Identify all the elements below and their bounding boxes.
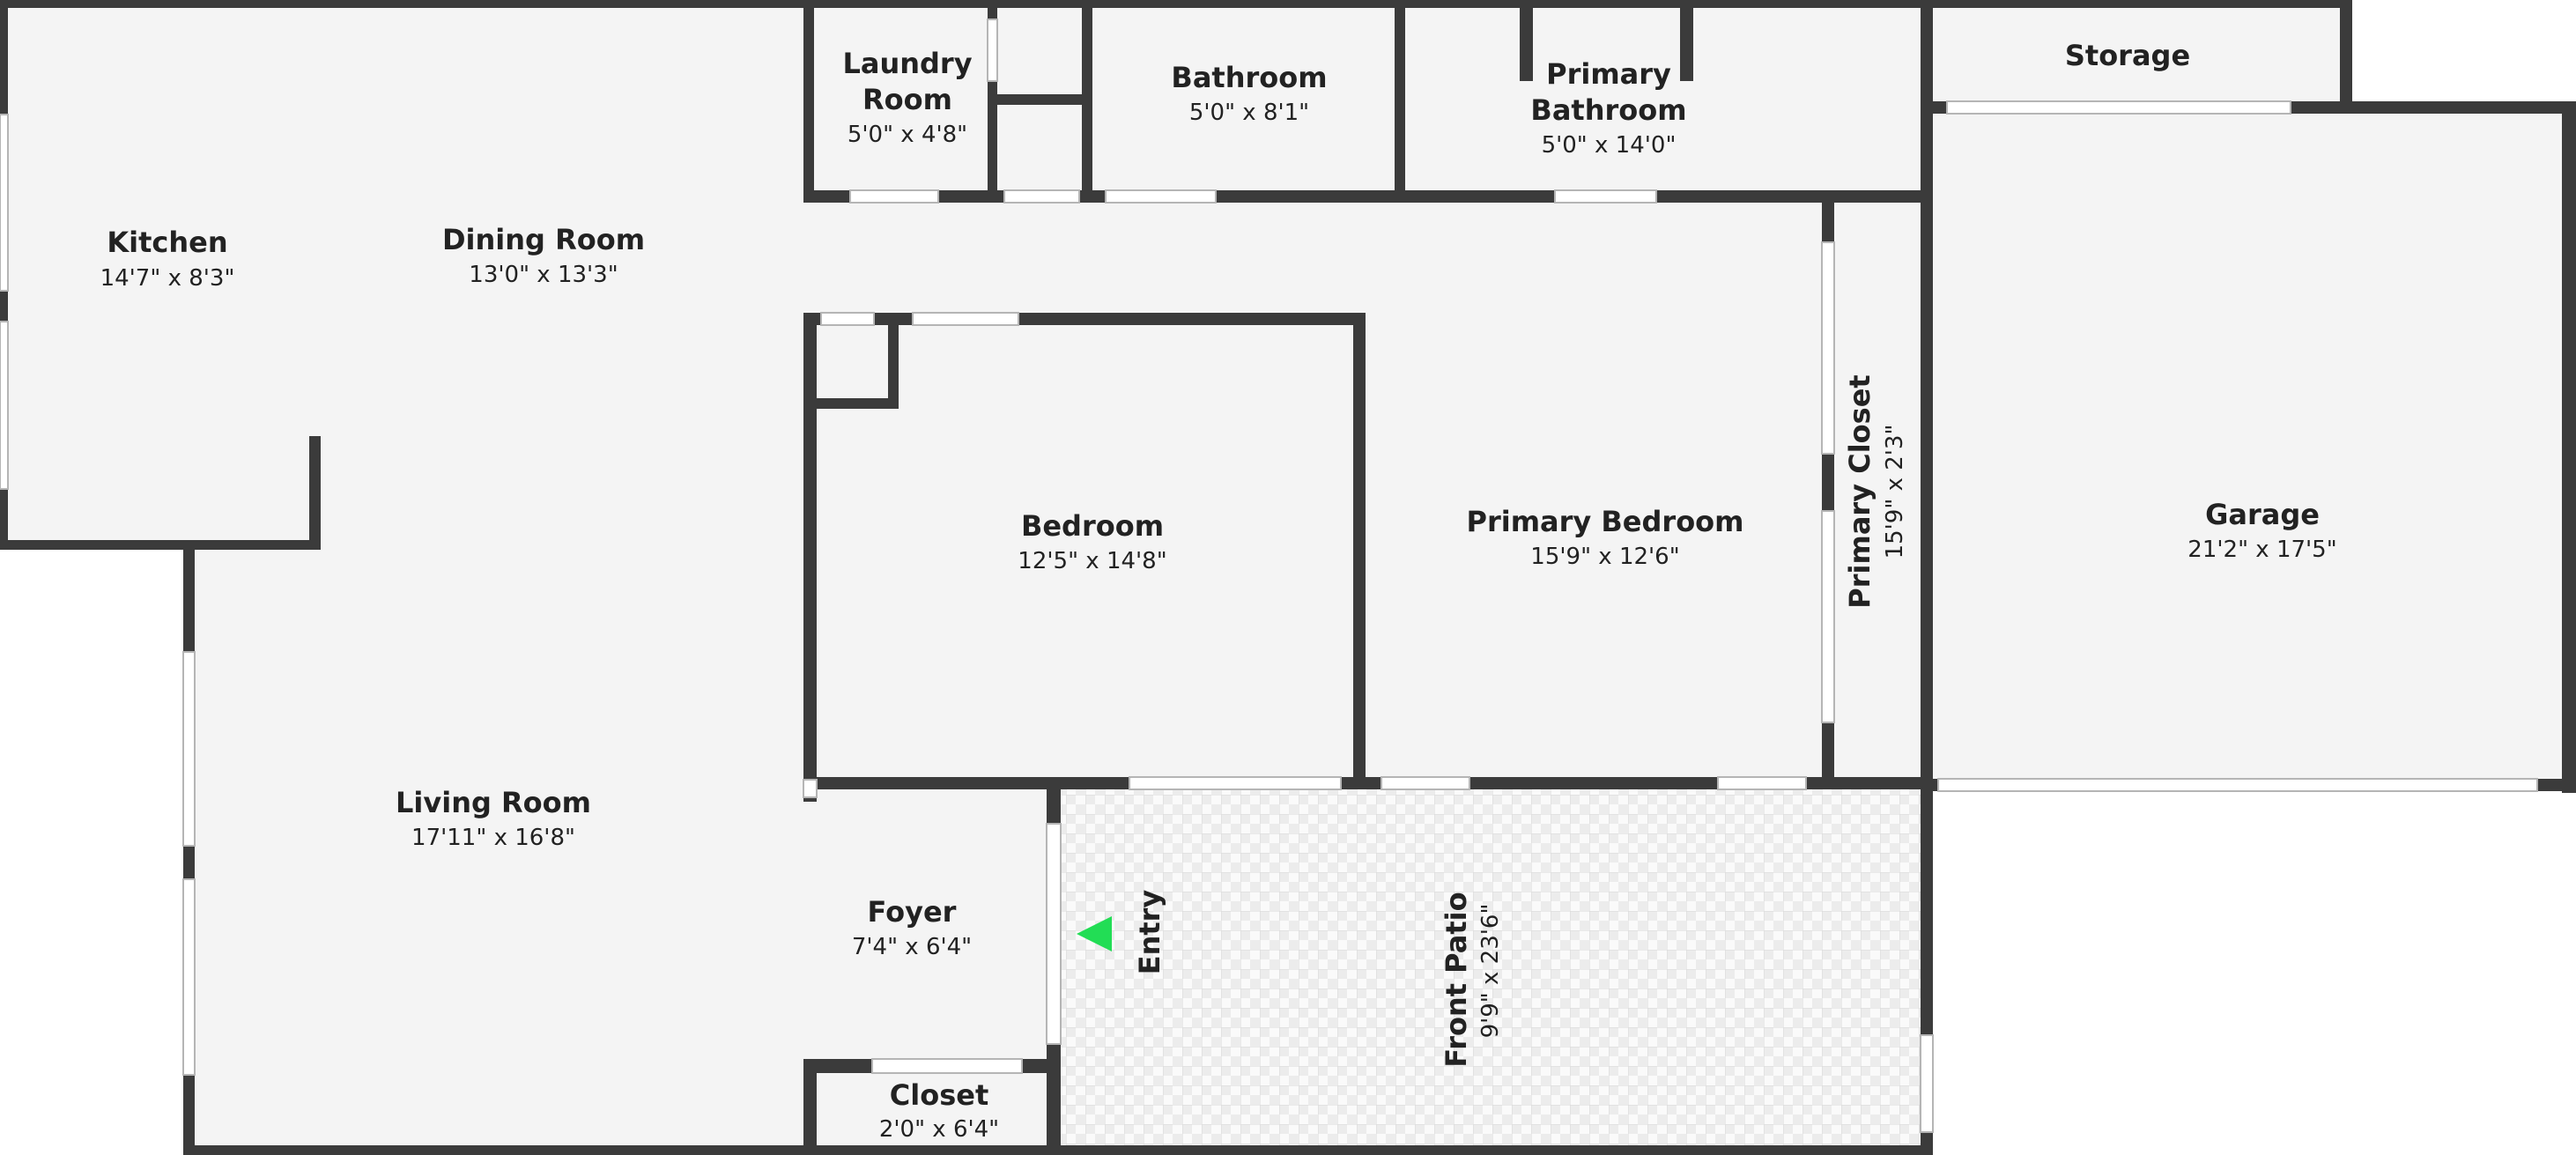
kitchen-name: Kitchen [107,226,227,259]
garage-dims: 21'2" x 17'5" [2187,537,2336,563]
primary-closet-name: Primary Closet [1843,374,1876,608]
entry-label: Entry [1133,890,1166,975]
laundry-room-name-line2: Room [862,83,952,116]
living-room-name: Living Room [396,786,591,819]
primary-bathroom-name-line2: Bathroom [1530,93,1686,127]
bathroom-dims: 5'0" x 8'1" [1189,100,1309,126]
dining-room-dims: 13'0" x 13'3" [469,262,618,288]
bedroom-name: Bedroom [1021,509,1164,543]
laundry-room-name-line1: Laundry [842,47,972,80]
storage-name: Storage [2065,39,2190,72]
entry-arrow-icon [1077,916,1112,951]
primary-bedroom-dims: 15'9" x 12'6" [1530,544,1679,570]
front-patio-name: Front Patio [1440,892,1473,1067]
front-patio-dims: 9'9" x 23'6" [1477,904,1504,1039]
closet-name: Closet [890,1078,988,1112]
foyer-name: Foyer [868,895,957,929]
primary-bathroom-dims: 5'0" x 14'0" [1542,132,1677,159]
laundry-room-dims: 5'0" x 4'8" [848,122,967,148]
garage-name: Garage [2205,498,2320,531]
openings [0,19,2538,1133]
living-room-dims: 17'11" x 16'8" [411,825,575,851]
room-labels: Kitchen 14'7" x 8'3" Dining Room 13'0" x… [100,39,2337,1143]
bathroom-name: Bathroom [1171,61,1327,94]
dining-room-name: Dining Room [442,223,645,256]
bedroom-dims: 12'5" x 14'8" [1018,548,1166,574]
primary-bedroom-name: Primary Bedroom [1466,505,1743,538]
closet-dims: 2'0" x 6'4" [879,1116,999,1143]
kitchen-dims: 14'7" x 8'3" [100,265,235,292]
primary-bathroom-name-line1: Primary [1546,57,1671,91]
primary-closet-dims: 15'9" x 2'3" [1882,425,1908,559]
front-patio-area [1061,788,1921,1149]
foyer-dims: 7'4" x 6'4" [852,934,972,960]
